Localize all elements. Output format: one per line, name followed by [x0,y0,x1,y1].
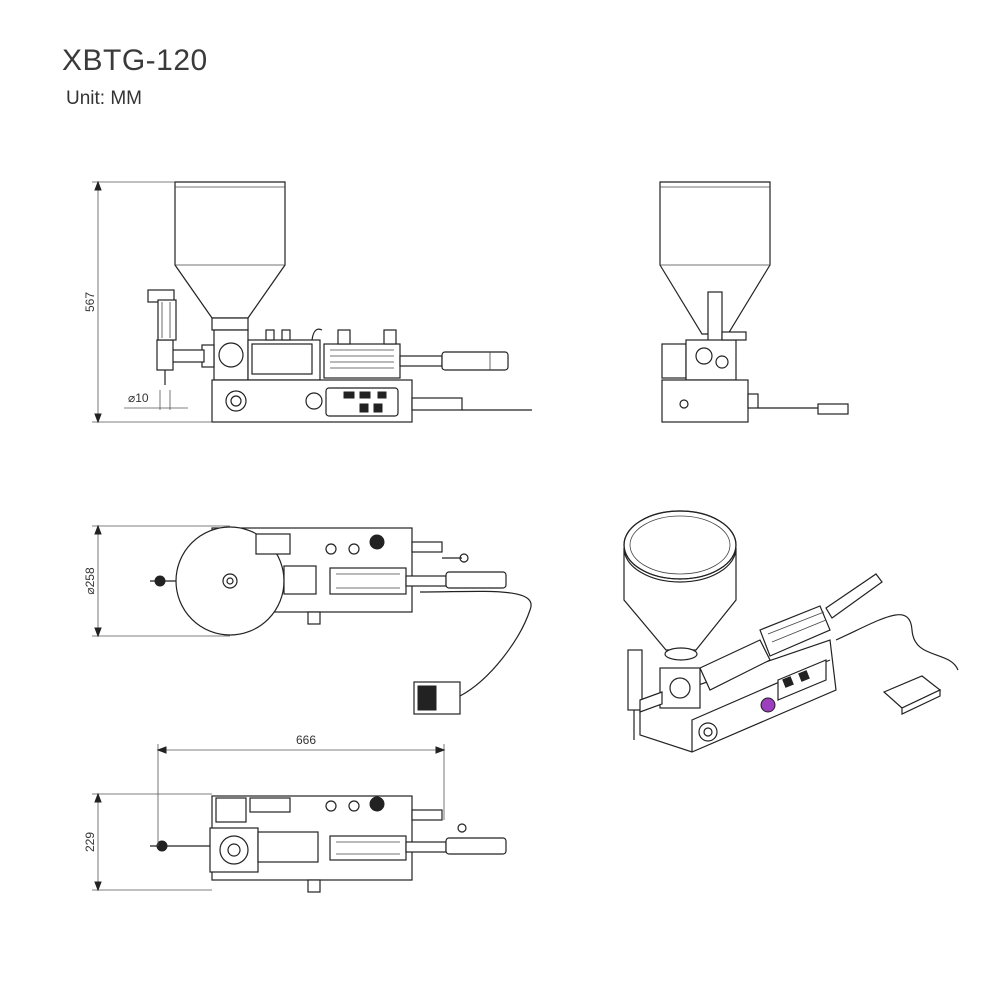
nozzle-dimension: ⌀10 [128,391,149,405]
unit-label: Unit: MM [66,88,142,109]
length-dimension: 666 [296,733,316,747]
bottom-view: 666 229 [83,733,507,893]
height-dimension: 567 [83,292,97,312]
width-dimension: 229 [83,832,97,852]
diameter-dimension: ⌀258 [83,567,97,595]
control-knob-icon [760,697,776,713]
top-view: ⌀258 [83,524,532,715]
model-title: XBTG-120 [62,44,208,77]
isometric-view [623,510,959,753]
front-view: 567 ⌀10 [83,180,532,424]
side-view [659,181,849,423]
